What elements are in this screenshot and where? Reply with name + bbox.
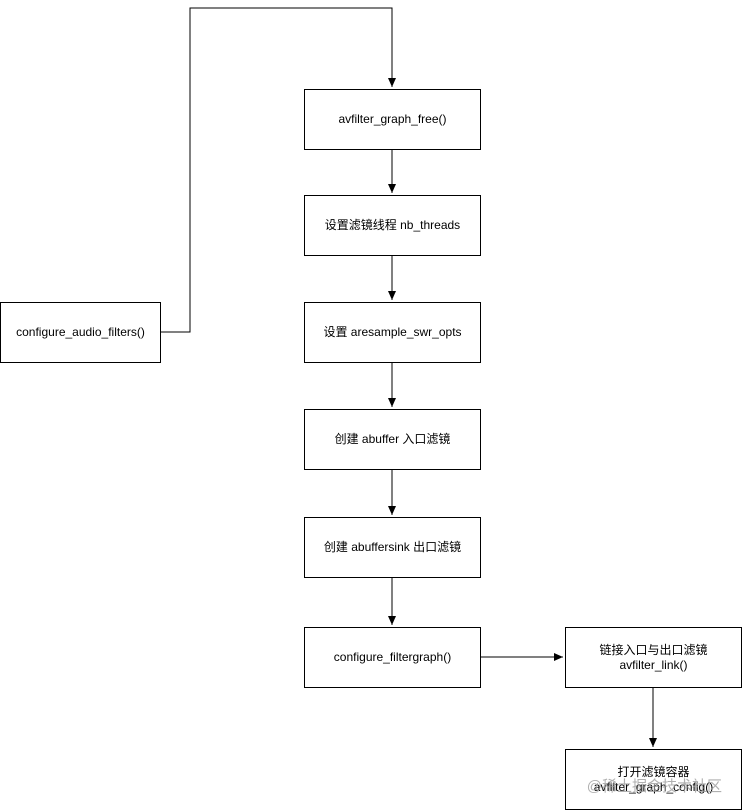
node-label: configure_filtergraph()	[333, 650, 452, 664]
node-label-line1: 链接入口与出口滤镜	[599, 642, 708, 657]
node-create-abuffer: 创建 abuffer 入口滤镜	[304, 409, 481, 470]
arrow-audio-filters-to-graph-free	[160, 7, 396, 333]
node-graph-config: 打开滤镜容器 avfilter_graph_config()	[565, 749, 742, 810]
node-label: configure_audio_filters()	[16, 325, 145, 339]
node-label-line1: 打开滤镜容器	[617, 764, 690, 779]
node-set-swr-opts: 设置 aresample_swr_opts	[304, 302, 481, 363]
node-label: 创建 abuffer 入口滤镜	[334, 432, 451, 446]
node-label: avfilter_graph_free()	[338, 112, 447, 126]
node-label: 创建 abuffersink 出口滤镜	[323, 540, 462, 554]
node-create-abuffersink: 创建 abuffersink 出口滤镜	[304, 517, 481, 578]
node-configure-filtergraph: configure_filtergraph()	[304, 627, 481, 688]
node-label-line2: avfilter_link()	[619, 657, 688, 672]
node-set-threads: 设置滤镜线程 nb_threads	[304, 195, 481, 256]
node-label: 设置 aresample_swr_opts	[323, 325, 462, 339]
watermark: @稀土掘金技术社区	[586, 778, 722, 795]
node-label: 设置滤镜线程 nb_threads	[324, 218, 461, 232]
node-configure-audio-filters: configure_audio_filters()	[0, 302, 161, 363]
node-link-filters: 链接入口与出口滤镜 avfilter_link()	[565, 627, 742, 688]
node-label-line2: avfilter_graph_config()	[593, 779, 714, 794]
node-avfilter-graph-free: avfilter_graph_free()	[304, 89, 481, 150]
